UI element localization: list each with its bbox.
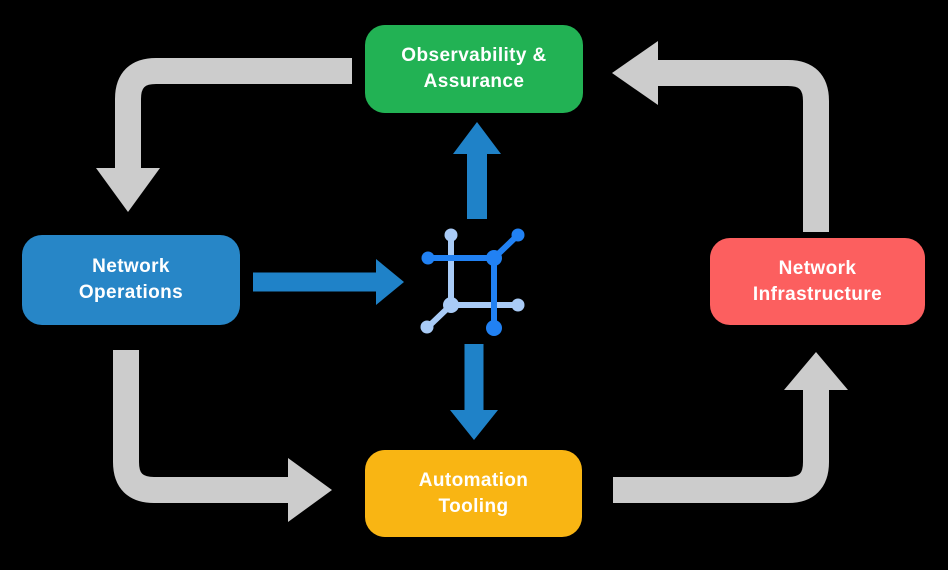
- node-label: Network Operations: [78, 256, 184, 303]
- arrow-observability-to-operations: [96, 58, 352, 212]
- arrow-shaft: [613, 390, 829, 503]
- node-observability-assurance: Observability & Assurance: [365, 25, 583, 113]
- arrow-head-left-icon: [612, 41, 658, 105]
- arrow-head-up-icon: [784, 352, 848, 390]
- arrow-shaft: [658, 60, 829, 232]
- arrow-operations-to-center: [253, 259, 404, 305]
- node-network-infrastructure: Network Infrastructure: [710, 238, 925, 325]
- arrow-head-down-icon: [96, 168, 160, 212]
- arrow-head-right-icon: [376, 259, 404, 305]
- node-network-operations: Network Operations: [22, 235, 240, 325]
- node-label: Automation Tooling: [418, 469, 529, 517]
- network-mesh-icon: [420, 228, 525, 336]
- arrow-center-to-tooling: [450, 344, 498, 440]
- arrow-shaft: [113, 350, 288, 503]
- node-label: Observability & Assurance: [401, 45, 547, 92]
- arrow-tooling-to-infrastructure: [613, 352, 848, 503]
- arrow-head-right-icon: [288, 458, 332, 522]
- arrow-head-up-icon: [453, 122, 501, 154]
- arrow-shaft: [115, 58, 352, 172]
- arrow-center-to-observability: [453, 122, 501, 219]
- network-mesh-icon-dark-branches: [421, 228, 525, 336]
- node-label: Network Infrastructure: [752, 257, 883, 305]
- node-automation-tooling: Automation Tooling: [365, 450, 582, 537]
- arrow-operations-to-tooling: [113, 350, 332, 522]
- arrow-head-down-icon: [450, 410, 498, 440]
- arrow-infrastructure-to-observability: [612, 41, 829, 232]
